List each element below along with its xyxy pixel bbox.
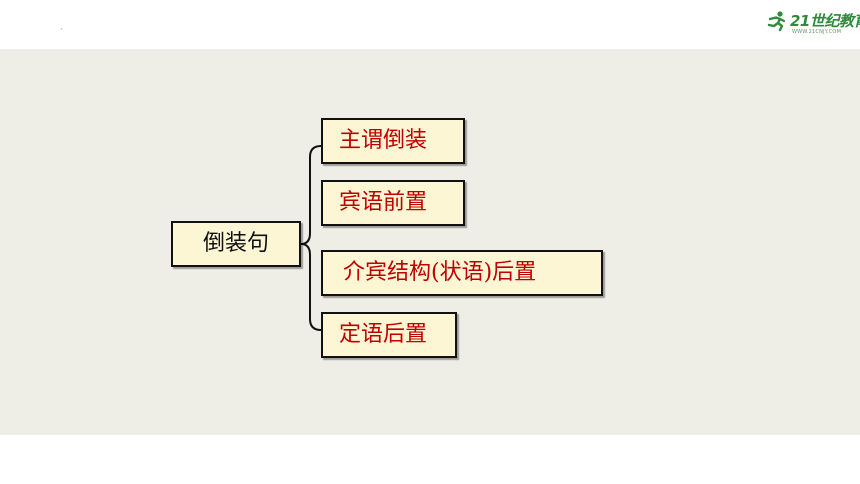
curly-brace-connector [300, 145, 322, 331]
branch-node-subject-verb-inversion: 主谓倒装 [321, 118, 465, 164]
branch-node-object-fronting: 宾语前置 [321, 180, 465, 226]
header-mark: · [60, 25, 63, 34]
running-person-icon [767, 11, 786, 32]
logo-subtext: WWW.21CNJY.COM [792, 29, 842, 35]
logo-text: 21世纪教育 [790, 12, 860, 30]
site-logo: 21世纪教育 WWW.21CNJY.COM [766, 8, 860, 38]
branch-node-prepositional-postposition: 介宾结构(状语)后置 [321, 250, 603, 296]
slide-area: 倒装句 主谓倒装 宾语前置 介宾结构(状语)后置 定语后置 [0, 49, 860, 435]
branch-node-attributive-postposition: 定语后置 [321, 312, 457, 358]
root-node: 倒装句 [171, 221, 301, 267]
